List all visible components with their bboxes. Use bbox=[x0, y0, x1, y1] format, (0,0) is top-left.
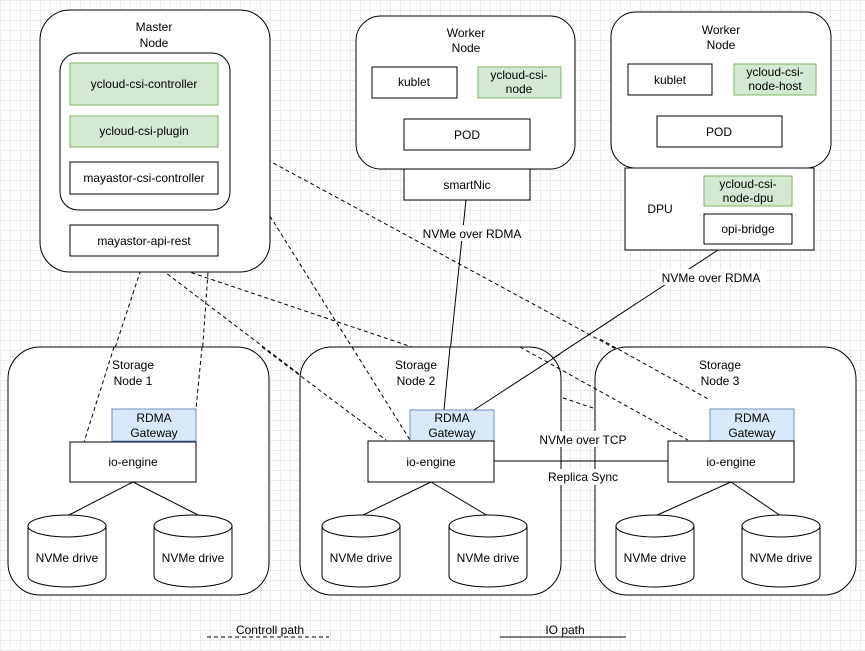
edge-label-group: NVMe over RDMA NVMe over RDMA NVMe over … bbox=[418, 225, 766, 485]
worker-node-1-title-line2: Node bbox=[452, 41, 481, 55]
storage-3-nvme-drive-left-label: NVMe drive bbox=[624, 551, 687, 565]
mayastor-api-rest-label: mayastor-api-rest bbox=[97, 234, 191, 248]
storage-2-rdma-gateway-label-line2: Gateway bbox=[428, 426, 475, 440]
worker-1-kublet-label: kublet bbox=[398, 75, 431, 89]
worker-node-2-title-line2: Node bbox=[707, 38, 736, 52]
master-node[interactable]: Master Node ycloud-csi-controller ycloud… bbox=[39, 9, 271, 273]
storage-node-2-title: Storage bbox=[395, 358, 437, 372]
edge-label-replica-sync: Replica Sync bbox=[548, 470, 618, 484]
storage-2-engine-to-drive-left bbox=[360, 481, 432, 517]
ycloud-csi-plugin-label: ycloud-csi-plugin bbox=[99, 124, 188, 138]
storage-node-3-title-line2: Node 3 bbox=[701, 374, 740, 388]
storage-3-engine-to-drive-right bbox=[730, 481, 782, 517]
smartnic-box[interactable]: smartNic bbox=[403, 168, 531, 201]
storage-1-nvme-drive-left[interactable]: NVMe drive bbox=[27, 514, 107, 588]
storage-1-nvme-drive-right[interactable]: NVMe drive bbox=[153, 514, 233, 588]
storage-2-io-engine-box[interactable]: io-engine bbox=[367, 440, 495, 483]
legend-control-path-label: Controll path bbox=[236, 623, 304, 637]
worker-node-2-title: Worker bbox=[702, 23, 740, 37]
worker-2-csi-node-host-box[interactable]: ycloud-csi- node-host bbox=[733, 63, 817, 96]
storage-3-io-engine-box[interactable]: io-engine bbox=[667, 440, 795, 483]
storage-node-3-title: Storage bbox=[699, 358, 741, 372]
storage-2-nvme-drive-right[interactable]: NVMe drive bbox=[448, 514, 528, 588]
master-node-title: Master bbox=[136, 20, 173, 34]
legend: Controll path IO path bbox=[207, 623, 626, 638]
storage-1-engine-to-drive-right bbox=[132, 481, 201, 517]
storage-1-rdma-gateway-label-line2: Gateway bbox=[130, 426, 177, 440]
worker-2-csi-node-host-label-line2: node-host bbox=[748, 79, 802, 93]
storage-node-2[interactable]: Storage Node 2 RDMA Gateway io-engine NV… bbox=[299, 346, 562, 596]
storage-3-io-engine-label: io-engine bbox=[706, 455, 756, 469]
opi-bridge-box[interactable]: opi-bridge bbox=[703, 213, 793, 245]
storage-1-rdma-gateway-box[interactable]: RDMA Gateway bbox=[111, 408, 197, 442]
worker-2-pod-label: POD bbox=[706, 125, 732, 139]
worker-1-csi-node-label: ycloud-csi- bbox=[490, 68, 547, 82]
worker-node-2[interactable]: Worker Node kublet ycloud-csi- node-host… bbox=[610, 11, 832, 251]
ycloud-csi-controller-box[interactable]: ycloud-csi-controller bbox=[69, 62, 219, 106]
dpu-label: DPU bbox=[647, 202, 672, 216]
storage-3-nvme-drive-left[interactable]: NVMe drive bbox=[615, 514, 695, 588]
worker-1-csi-node-box[interactable]: ycloud-csi- node bbox=[477, 66, 562, 99]
dpu-csi-node-dpu-label-line2: node-dpu bbox=[723, 191, 774, 205]
opi-bridge-label: opi-bridge bbox=[721, 222, 775, 236]
storage-2-rdma-gateway-label: RDMA bbox=[434, 411, 469, 425]
mayastor-csi-controller-box[interactable]: mayastor-csi-controller bbox=[69, 161, 219, 195]
worker-1-pod-label: POD bbox=[454, 128, 480, 142]
worker-2-csi-node-host-label: ycloud-csi- bbox=[746, 65, 803, 79]
storage-2-nvme-drive-left-label: NVMe drive bbox=[330, 551, 393, 565]
edge-plugin-to-storage3-gateway bbox=[217, 132, 711, 401]
storage-2-engine-to-drive-right bbox=[430, 481, 489, 517]
worker-1-kublet-box[interactable]: kublet bbox=[371, 66, 458, 99]
storage-3-rdma-gateway-box[interactable]: RDMA Gateway bbox=[709, 408, 795, 442]
worker-2-kublet-box[interactable]: kublet bbox=[627, 63, 713, 96]
worker-1-pod-box[interactable]: POD bbox=[403, 118, 531, 151]
edges-overlay bbox=[83, 338, 711, 462]
storage-1-engine-to-drive-left bbox=[66, 481, 134, 517]
storage-3-nvme-drive-right-label: NVMe drive bbox=[750, 551, 813, 565]
legend-io-path-label: IO path bbox=[545, 623, 584, 637]
overlay-plugin-to-storage1 bbox=[195, 346, 203, 410]
storage-2-io-engine-label: io-engine bbox=[406, 455, 456, 469]
edge-label-nvme-rdma-1: NVMe over RDMA bbox=[423, 227, 522, 241]
storage-3-rdma-gateway-label: RDMA bbox=[734, 411, 769, 425]
storage-2-nvme-drive-left[interactable]: NVMe drive bbox=[321, 514, 401, 588]
storage-node-1-title: Storage bbox=[112, 358, 154, 372]
storage-2-nvme-drive-right-label: NVMe drive bbox=[457, 551, 520, 565]
overlay-api-rest-to-storage1 bbox=[83, 346, 115, 443]
storage-1-rdma-gateway-label: RDMA bbox=[136, 411, 171, 425]
edge-label-nvme-rdma-2: NVMe over RDMA bbox=[662, 271, 761, 285]
dpu-box[interactable]: DPU ycloud-csi- node-dpu opi-bridge bbox=[624, 167, 815, 251]
ycloud-csi-controller-label: ycloud-csi-controller bbox=[91, 77, 198, 91]
worker-2-kublet-label: kublet bbox=[654, 73, 687, 87]
storage-1-nvme-drive-left-label: NVMe drive bbox=[36, 551, 99, 565]
storage-2-rdma-gateway-box[interactable]: RDMA Gateway bbox=[409, 409, 495, 442]
storage-1-io-engine-box[interactable]: io-engine bbox=[69, 441, 197, 483]
storage-1-nvme-drive-right-label: NVMe drive bbox=[162, 551, 225, 565]
dpu-csi-node-dpu-box[interactable]: ycloud-csi- node-dpu bbox=[703, 175, 793, 207]
dpu-csi-node-dpu-label: ycloud-csi- bbox=[719, 177, 776, 191]
mayastor-csi-controller-label: mayastor-csi-controller bbox=[83, 171, 204, 185]
worker-2-pod-box[interactable]: POD bbox=[656, 115, 783, 148]
smartnic-label: smartNic bbox=[443, 178, 490, 192]
overlay-dpu-to-storage2 bbox=[473, 353, 561, 411]
overlay-api-rest-to-storage2 bbox=[261, 346, 387, 441]
storage-node-3[interactable]: Storage Node 3 RDMA Gateway io-engine NV… bbox=[594, 346, 857, 596]
storage-3-rdma-gateway-label-line2: Gateway bbox=[728, 426, 775, 440]
storage-1-io-engine-label: io-engine bbox=[108, 455, 158, 469]
overlay-plugin-to-storage2 bbox=[351, 346, 411, 441]
storage-3-nvme-drive-right[interactable]: NVMe drive bbox=[741, 514, 821, 588]
storage-node-1-title-line2: Node 1 bbox=[114, 374, 153, 388]
mayastor-api-rest-box[interactable]: mayastor-api-rest bbox=[69, 224, 219, 257]
overlay-smartnic-to-storage2 bbox=[443, 346, 451, 411]
master-node-title-line2: Node bbox=[140, 36, 169, 50]
worker-1-csi-node-label-line2: node bbox=[506, 82, 533, 96]
worker-node-1-title: Worker bbox=[447, 26, 485, 40]
storage-3-engine-to-drive-left bbox=[654, 481, 732, 517]
storage-node-1[interactable]: Storage Node 1 RDMA Gateway io-engine NV… bbox=[7, 346, 270, 596]
edge-label-nvme-tcp: NVMe over TCP bbox=[539, 433, 626, 447]
ycloud-csi-plugin-box[interactable]: ycloud-csi-plugin bbox=[69, 115, 219, 148]
worker-node-1[interactable]: Worker Node kublet ycloud-csi- node POD … bbox=[355, 15, 576, 201]
storage-node-2-title-line2: Node 2 bbox=[397, 374, 436, 388]
